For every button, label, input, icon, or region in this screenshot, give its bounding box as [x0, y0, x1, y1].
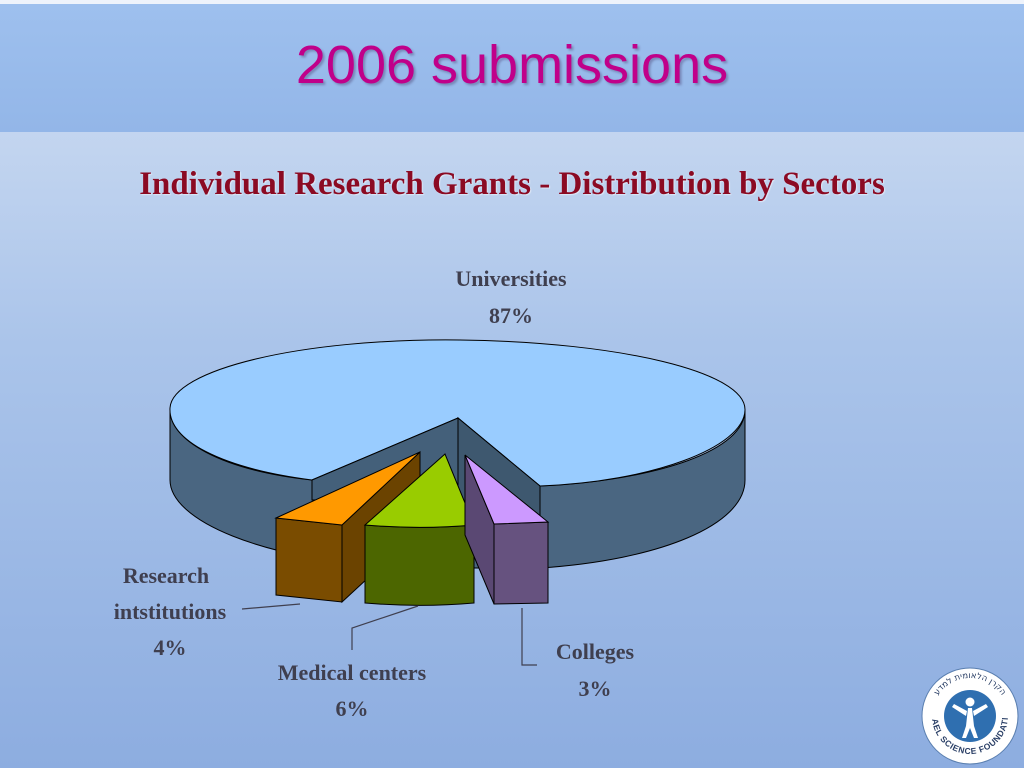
- label-medical-value: 6%: [336, 696, 369, 721]
- label-medical-name: Medical centers: [278, 660, 427, 685]
- label-universities-name: Universities: [455, 266, 567, 291]
- leader-line-colleges: [521, 608, 537, 666]
- label-research-name-line2: intstitutions: [114, 599, 227, 624]
- slice-research-top: [274, 451, 421, 526]
- label-colleges-value: 3%: [579, 676, 612, 701]
- title-banner: [0, 0, 1024, 132]
- slice-medical: [363, 453, 475, 606]
- slide-title: 2006 submissions: [295, 35, 729, 95]
- slice-research-side: [275, 517, 343, 603]
- chart-title: Individual Research Grants - Distributio…: [139, 166, 885, 202]
- slice-colleges: [464, 454, 550, 605]
- slice-colleges-side: [493, 521, 549, 605]
- slice-universities-top: [169, 339, 746, 487]
- slice-medical-side: [364, 524, 475, 606]
- isf-logo: ISRAEL SCIENCE FOUNDATION הקרן הלאומית ל…: [918, 664, 1019, 765]
- label-research-value: 4%: [154, 635, 187, 660]
- label-colleges-name: Colleges: [556, 639, 635, 664]
- slice-colleges-top: [464, 454, 550, 525]
- leader-line-research: [241, 603, 301, 610]
- label-universities-value: 87%: [489, 303, 533, 328]
- leader-line-medical: [351, 605, 419, 650]
- label-research-name-line1: Research: [123, 563, 209, 588]
- logo-figure-icon: [952, 697, 988, 738]
